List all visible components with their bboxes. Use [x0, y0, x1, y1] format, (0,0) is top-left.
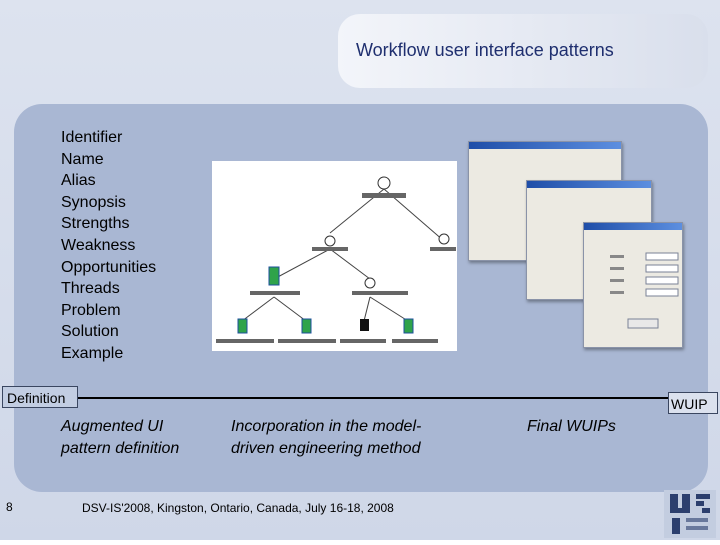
task-tree-diagram: [212, 161, 457, 351]
step-incorporation: Incorporation in the model-driven engine…: [231, 418, 422, 457]
pattern-attribute-list: Identifier Name Alias Synopsis Strengths…: [61, 127, 156, 365]
usixml-logo: [662, 488, 718, 540]
attribute-item: Strengths: [61, 215, 130, 233]
slide-title: Workflow user interface patterns: [356, 40, 614, 60]
window-titlebar: [469, 142, 621, 149]
window-titlebar: [584, 223, 682, 230]
title-panel: [338, 14, 708, 88]
attribute-item: Identifier: [61, 129, 123, 146]
ui-window-front: [583, 222, 683, 348]
attribute-item: Problem: [61, 301, 121, 319]
page-number: 8: [6, 500, 13, 514]
attribute-item: Opportunities: [61, 258, 157, 276]
form-fields-graphic: [610, 252, 679, 329]
process-arrow: [78, 397, 670, 399]
attribute-item: Synopsis: [61, 193, 126, 211]
attribute-item: Solution: [61, 323, 119, 341]
usixml-logo-graphic: [664, 490, 716, 538]
definition-label: Definition: [2, 386, 78, 408]
attribute-item: Example: [61, 344, 124, 362]
attribute-item: Alias: [61, 172, 96, 190]
attribute-item: Threads: [61, 280, 120, 298]
step-final-wuips: Final WUIPs: [527, 418, 616, 435]
window-titlebar: [527, 181, 651, 188]
step-augmented-definition: Augmented UI pattern definition: [61, 418, 180, 457]
wuip-label: WUIP: [668, 392, 718, 414]
attribute-item: Name: [61, 150, 104, 168]
footer-text: DSV-IS'2008, Kingston, Ontario, Canada, …: [82, 501, 394, 515]
attribute-item: Weakness: [61, 236, 136, 254]
task-tree-graphic: [216, 176, 456, 343]
